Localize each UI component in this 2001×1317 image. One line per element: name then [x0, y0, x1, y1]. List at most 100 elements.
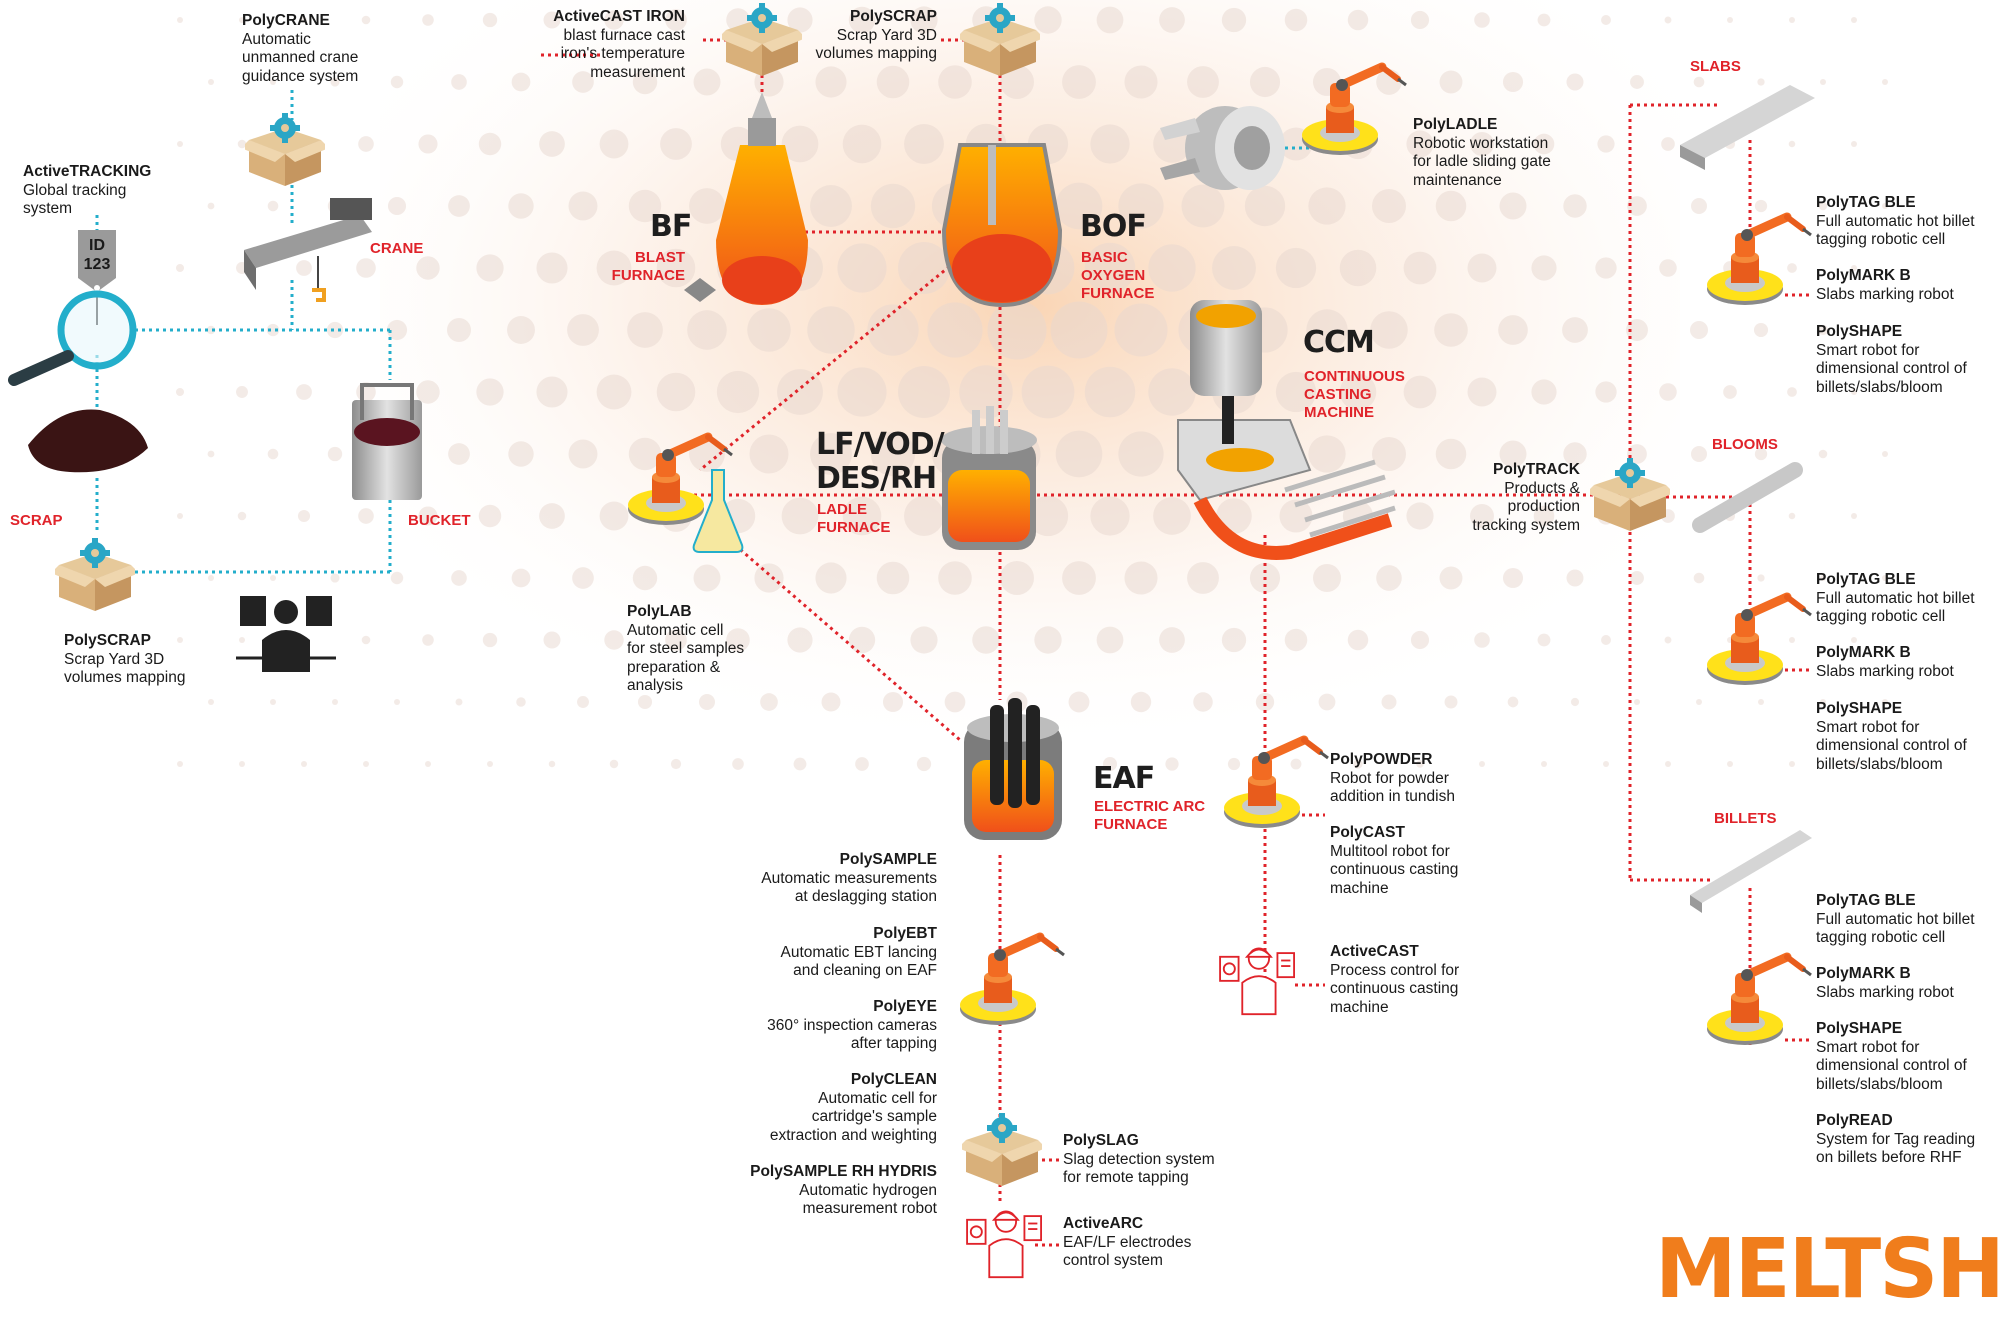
bloom-icon [1692, 462, 1803, 533]
bg-dot [239, 17, 245, 23]
bg-dot [208, 699, 214, 705]
bg-dot [208, 575, 214, 581]
bg-dot [1118, 431, 1164, 477]
bg-dot [1533, 505, 1555, 527]
bg-dot [239, 637, 245, 643]
bg-dot [1727, 17, 1733, 23]
bg-dot [207, 450, 215, 458]
bg-dot [870, 183, 916, 229]
bg-dot [1566, 73, 1584, 91]
slabs-polytag-desc-2: tagging robotic cell [1816, 231, 1946, 248]
bg-dot [810, 433, 852, 475]
bg-dot [1882, 575, 1888, 581]
bg-dot [330, 573, 340, 583]
bg-dot [609, 759, 619, 769]
bg-dot [660, 128, 692, 160]
bg-dot [1630, 571, 1644, 585]
bg-dot [1531, 255, 1557, 281]
bg-dot [1118, 183, 1164, 229]
billets-polyshape-name: PolySHAPE [1816, 1020, 1903, 1037]
bg-dot [1153, 497, 1191, 535]
billets-polytag-desc-2: tagging robotic cell [1816, 929, 1946, 946]
bg-dot [207, 202, 215, 210]
bg-dot [1537, 633, 1551, 647]
bg-dot [910, 6, 938, 34]
bg-dot [1021, 365, 1075, 419]
bg-dot [1090, 496, 1130, 536]
bg-dot [656, 372, 696, 412]
bg-dot [301, 17, 307, 23]
polyladle-desc-3: maintenance [1413, 171, 1502, 189]
bg-dot [1055, 430, 1103, 478]
bg-dot [999, 64, 1035, 100]
bg-dot [1882, 203, 1888, 209]
bg-dot [1148, 244, 1196, 292]
bg-dot [1055, 182, 1103, 230]
polyread-desc-2: on billets before RHF [1816, 1149, 1962, 1166]
polycast-label: PolyCAST Multitool robot for continuous … [1330, 824, 1458, 898]
bg-dot [1084, 366, 1136, 418]
bg-dot [1820, 699, 1826, 705]
bg-dot [904, 496, 944, 536]
bg-dot [1318, 693, 1336, 711]
bg-dot [572, 71, 594, 93]
bg-dot [1851, 141, 1857, 147]
blooms-polyshape-label: PolySHAPE Smart robot for dimensional co… [1816, 700, 1967, 774]
bg-dot [1851, 389, 1857, 395]
polycast-desc-1: Multitool robot for [1330, 842, 1450, 860]
polyebt-desc-2: and cleaning on EAF [793, 962, 937, 979]
bg-dot [1467, 377, 1497, 407]
bg-dot [1308, 435, 1346, 473]
ccm-name-2: CASTING [1304, 386, 1372, 403]
ccm-name-3: MACHINE [1304, 404, 1374, 421]
bg-dot [175, 387, 185, 397]
bg-dot [698, 693, 716, 711]
polyslag-label: PolySLAG Slag detection system for remot… [1063, 1132, 1215, 1188]
bg-dot [781, 125, 819, 163]
bg-dot [1376, 565, 1402, 591]
bg-dot [793, 757, 807, 771]
bof-icon [941, 143, 1063, 308]
bg-dot [1502, 71, 1524, 93]
bg-dot [1696, 699, 1702, 705]
bg-dot [1664, 16, 1672, 24]
blooms-polyshape-name: PolySHAPE [1816, 700, 1903, 717]
slabs-polytag-label: PolyTAG BLE Full automatic hot billet ta… [1816, 194, 1975, 250]
bg-dot [1570, 697, 1580, 707]
bg-dot [1627, 196, 1647, 216]
polytrack-desc-3: tracking system [1472, 516, 1580, 534]
bg-dot [628, 437, 662, 471]
bg-dot [916, 756, 932, 772]
lf-name-2: FURNACE [817, 519, 891, 536]
bg-dot [1114, 303, 1168, 357]
bg-dot [177, 141, 183, 147]
bg-dot [266, 323, 280, 337]
activecast-desc-1: Process control for [1330, 961, 1460, 979]
bof-code: BOF [1080, 209, 1147, 244]
bg-dot [1789, 761, 1795, 767]
bg-dot [1693, 572, 1705, 584]
lf-code-2: DES/RH [816, 461, 937, 496]
bg-dot [451, 570, 467, 586]
bg-dot [1882, 79, 1888, 85]
bg-dot [1818, 201, 1828, 211]
polyeye-desc-1: 360° inspection cameras [767, 1016, 937, 1034]
polylab-label: PolyLAB Automatic cell for steel samples… [627, 603, 744, 696]
bg-dot [476, 378, 504, 406]
activecast-name: ActiveCAST [1330, 943, 1419, 960]
bg-dot [726, 628, 750, 652]
bg-dot [577, 696, 589, 708]
bg-dot [855, 757, 869, 771]
bg-dot [1595, 381, 1617, 403]
bg-dot [1416, 760, 1424, 768]
bg-dot [1439, 70, 1463, 94]
bg-dot [898, 242, 950, 294]
bg-dot [867, 304, 919, 356]
bg-dot [1306, 309, 1348, 351]
bg-dot [815, 562, 847, 594]
bg-dot [543, 11, 561, 29]
bg-dot [1212, 246, 1256, 290]
blooms-polytag-name: PolyTAG BLE [1816, 571, 1916, 588]
polycast-desc-3: machine [1330, 879, 1389, 897]
activecast-iron-name: ActiveCAST IRON [553, 8, 685, 25]
